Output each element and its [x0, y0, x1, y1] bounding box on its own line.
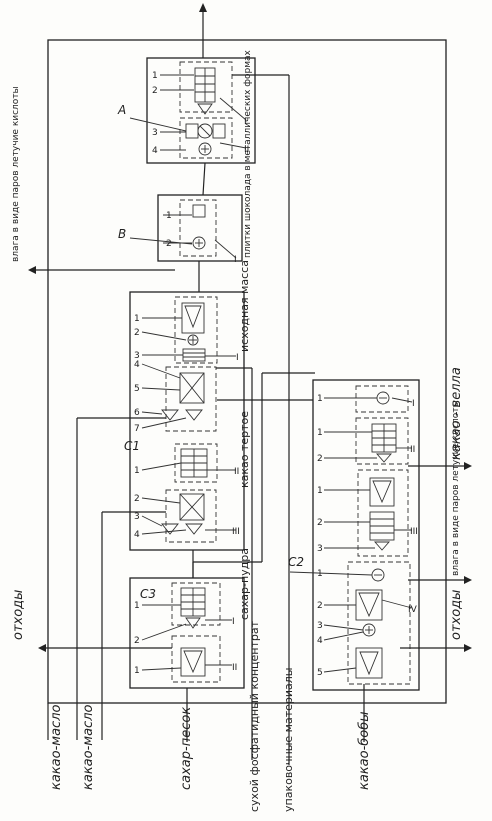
num-c1-3: 3	[134, 351, 140, 361]
num-c1-5: 5	[134, 384, 140, 394]
num-c1-8: 1	[134, 466, 140, 476]
num-b-2: 2	[166, 239, 172, 249]
output-label-waste-bottom: отходы	[449, 590, 464, 640]
num-c2-11: 5	[317, 668, 323, 678]
element-numbers: 1 2 3 4 1 2 1 2 3 4 5 6 7 1 2 3 4 1 2 1 …	[134, 71, 323, 678]
num-c3-2: 2	[134, 636, 140, 646]
num-c2-8: 2	[317, 601, 323, 611]
block-letter-c1: C1	[124, 439, 140, 453]
num-c1-2: 2	[134, 328, 140, 338]
input-label-cocoa-beans: какао-бобы	[357, 711, 372, 790]
block-letter-labels: A B C1 C2 C3	[117, 103, 304, 601]
block-c2	[289, 379, 420, 691]
stage-iii-c1: III	[232, 527, 240, 537]
block-c1	[129, 291, 245, 551]
num-c2-5: 2	[317, 518, 323, 528]
input-label-cocoa-butter-2: какао-масло	[81, 704, 96, 790]
output-label-waste-top: отходы	[11, 590, 26, 640]
stage-i-a: I	[244, 117, 247, 127]
intermediate-labels: сахар-пудра какао тертое исходная масса …	[238, 49, 253, 620]
stage-ii-a: II	[244, 145, 249, 155]
flow-lines	[28, 40, 472, 765]
main-frame	[47, 39, 447, 704]
num-c2-6: 3	[317, 544, 323, 554]
stage-ii-c3: II	[232, 663, 237, 673]
num-c2-3: 2	[317, 454, 323, 464]
stage-i-c2: I	[412, 399, 415, 409]
output-label-cocoa-shell: какао - велла	[449, 367, 464, 460]
num-c2-7: 1	[317, 569, 323, 579]
block-a	[129, 57, 256, 164]
stage-i-c1: I	[236, 353, 239, 363]
label-cocoa-liquor: какао тертое	[238, 411, 251, 488]
output-label-moisture-top: влага в виде паров летучие кислоты	[11, 86, 21, 262]
output-labels: отходы влага в виде паров летучие кислот…	[11, 86, 464, 640]
output-label-moisture-bottom: влага в виде паров летучие кислоты	[451, 400, 461, 576]
input-labels: какао-масло какао-масло сахар-песок сухо…	[49, 620, 372, 812]
num-c1-10: 3	[134, 512, 140, 522]
product-output-arrow	[199, 3, 207, 40]
num-c1-1: 1	[134, 314, 140, 324]
num-a-2: 2	[152, 86, 158, 96]
input-label-sugar: сахар-песок	[179, 707, 194, 790]
input-label-cocoa-butter-1: какао-масло	[49, 704, 64, 790]
num-c1-9: 2	[134, 494, 140, 504]
label-sugar-powder: сахар-пудра	[238, 548, 251, 620]
label-chocolate-tiles: плитки шоколада в металлических формах	[243, 49, 253, 258]
num-c1-11: 4	[134, 530, 140, 540]
num-c1-6: 6	[134, 408, 140, 418]
stage-numerals: I II I I II III I II I II III IV	[232, 117, 418, 673]
block-letter-c2: C2	[288, 555, 304, 569]
num-a-4: 4	[152, 146, 158, 156]
input-label-packaging: упаковочные материалы	[282, 668, 295, 812]
num-c3-1: 1	[134, 601, 140, 611]
block-letter-b: B	[118, 227, 126, 241]
num-c2-4: 1	[317, 486, 323, 496]
block-c3	[129, 577, 245, 689]
stage-i-c3: I	[232, 617, 235, 627]
num-c1-4: 4	[134, 360, 140, 370]
block-letter-a: A	[117, 103, 126, 117]
num-c1-7: 7	[134, 424, 140, 434]
stage-iii-c2: III	[410, 527, 418, 537]
input-label-phosphatide: сухой фосфатидный концентрат	[248, 620, 261, 812]
num-a-3: 3	[152, 128, 158, 138]
stage-ii-c2: II	[410, 445, 415, 455]
num-c2-10: 4	[317, 636, 323, 646]
num-c3-3: 1	[134, 666, 140, 676]
input-label-phosphatide-text: сухой фосфатидный концентрат	[248, 620, 261, 812]
num-c2-9: 3	[317, 621, 323, 631]
num-c2-2: 1	[317, 428, 323, 438]
num-c2-1: 1	[317, 394, 323, 404]
num-a-1: 1	[152, 71, 158, 81]
stage-iv-c2: IV	[408, 605, 418, 615]
stage-ii-c1: II	[234, 467, 239, 477]
label-base-mass: исходная масса	[238, 260, 251, 352]
num-b-1: 1	[166, 211, 172, 221]
block-letter-c3: C3	[140, 587, 156, 601]
stage-i-b: I	[234, 255, 237, 265]
block-b	[129, 194, 243, 262]
